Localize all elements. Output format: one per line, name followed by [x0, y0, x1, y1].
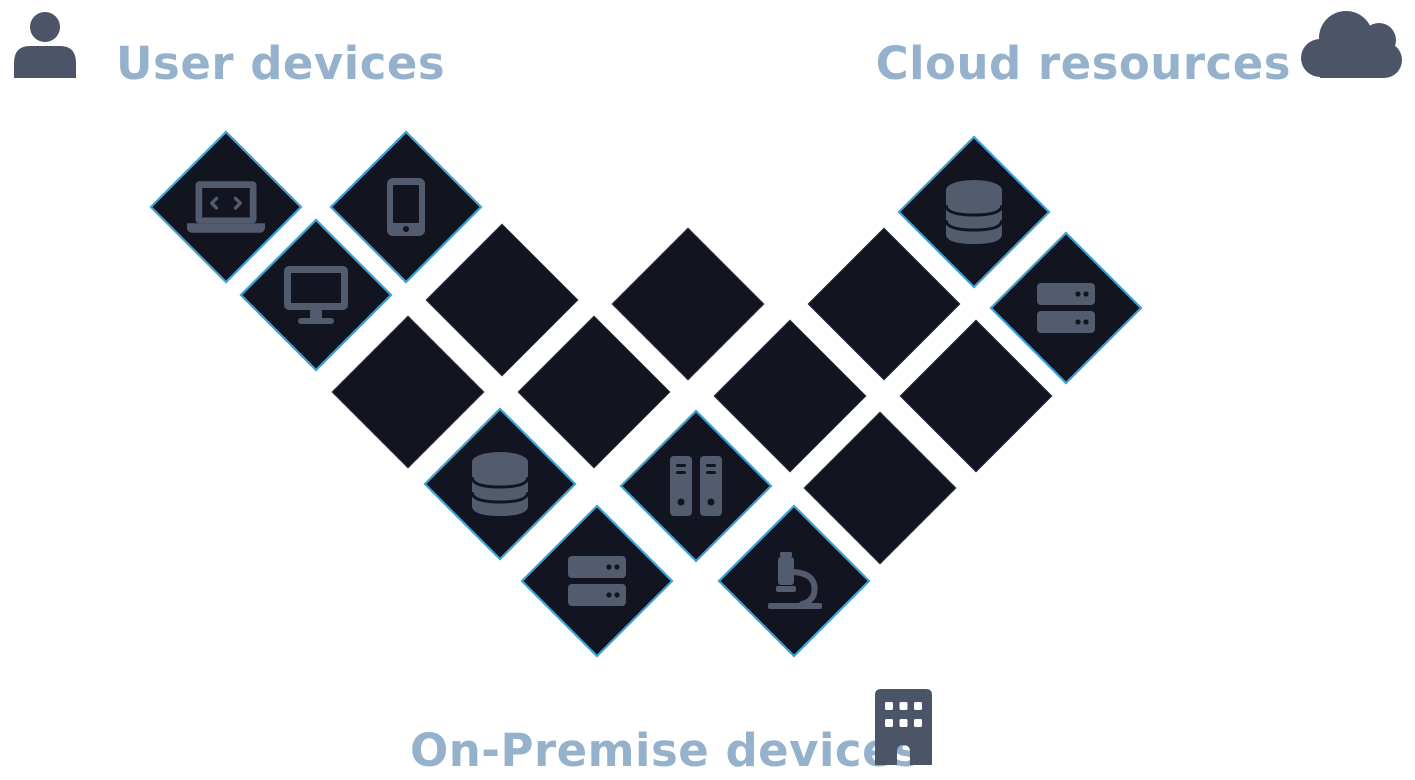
cloud-icon [1300, 6, 1402, 84]
user-icon [14, 8, 76, 82]
building-icon [875, 689, 932, 769]
tablet-icon [366, 167, 446, 247]
server-icon [557, 541, 637, 621]
server-icon [1026, 268, 1106, 348]
user-devices-label: User devices [116, 37, 446, 90]
cloud-resources-label: Cloud resources [875, 37, 1291, 90]
microscope-icon [754, 541, 834, 621]
database-icon [934, 172, 1014, 252]
database-icon [460, 444, 540, 524]
on-premise-devices-label: On-Premise devices [410, 724, 921, 777]
laptop-code-icon [186, 167, 266, 247]
desktop-icon [276, 255, 356, 335]
server-racks-icon [656, 446, 736, 526]
